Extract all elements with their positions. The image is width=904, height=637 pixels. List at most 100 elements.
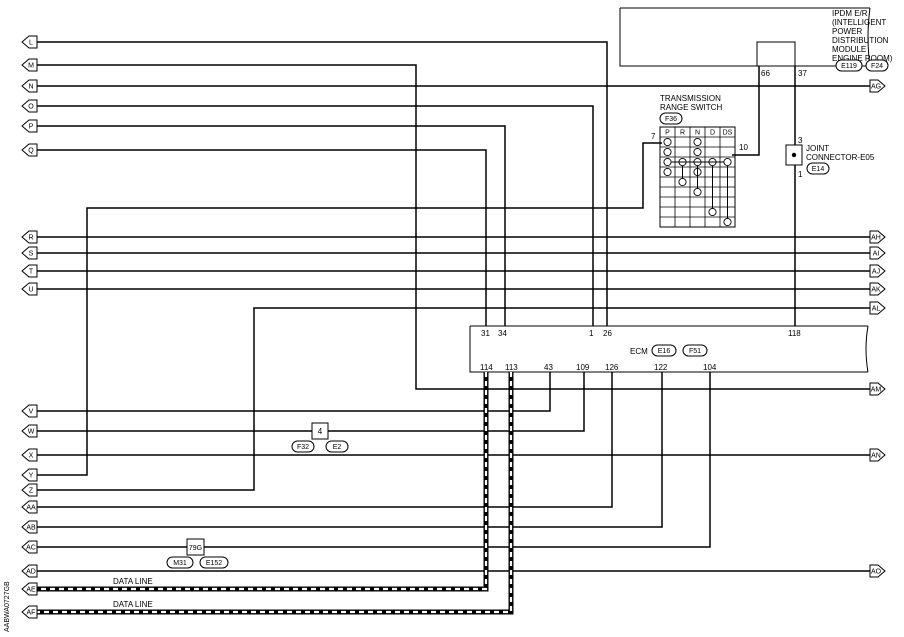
left-terminal-label: M — [28, 63, 34, 70]
ecm-pin-118: 118 — [788, 329, 801, 338]
ipdm-label-line-4: DISTRIBUTION — [832, 36, 889, 45]
left-terminal-label: U — [28, 287, 33, 294]
left-terminal-label: AE — [26, 587, 36, 594]
joint-connector-e05: 3 1 JOINT CONNECTOR-E05 E14 — [785, 136, 875, 179]
ipdm-connector-e119: E119 — [841, 63, 857, 70]
left-terminal-q: Q — [21, 143, 38, 157]
left-terminal-label: Z — [29, 488, 34, 495]
right-terminal-aj: AJ — [869, 264, 886, 278]
left-terminal-label: Y — [29, 473, 34, 480]
left-terminal-label: AC — [26, 545, 36, 552]
left-terminal-label: AA — [26, 505, 36, 512]
trs-pin-7: 7 — [651, 132, 656, 141]
left-terminal-p: P — [21, 119, 38, 133]
left-terminal-s: S — [21, 246, 38, 260]
data-line-label-1: DATA LINE — [113, 577, 153, 586]
left-terminal-l: L — [21, 35, 38, 49]
right-terminal-label: AO — [871, 569, 882, 576]
left-terminal-n: N — [21, 79, 38, 93]
left-terminal-label: O — [28, 104, 34, 111]
ipdm-pin-37: 37 — [798, 69, 807, 78]
ecm-pin-104: 104 — [703, 363, 717, 372]
ipdm-label-line-1: IPDM E/R — [832, 9, 868, 18]
ipdm-label-line-6: ENGINE ROOM) — [832, 54, 893, 63]
left-terminal-label: AB — [26, 525, 36, 532]
left-terminal-t: T — [21, 264, 38, 278]
ecm-pin-31: 31 — [481, 329, 490, 338]
left-terminal-label: S — [29, 251, 34, 258]
right-terminal-ai: AI — [869, 246, 886, 260]
ipdm-er-module: 66 37 IPDM E/R (INTELLIGENT POWER DISTRI… — [619, 7, 893, 78]
trs-position-ds: DS — [723, 130, 733, 137]
left-terminal-label: X — [29, 453, 34, 460]
joint-label-line-1: JOINT — [806, 144, 829, 153]
joint-pin-1: 1 — [798, 170, 803, 179]
left-terminal-label: T — [29, 269, 34, 276]
left-terminal-label: N — [28, 84, 33, 91]
trs-position-p: P — [665, 130, 670, 137]
ecm-pin-114: 114 — [480, 363, 493, 372]
right-terminal-am: AM — [869, 382, 886, 396]
right-terminal-label: AH — [871, 235, 881, 242]
right-terminal-ao: AO — [869, 564, 886, 578]
ipdm-pin-66: 66 — [761, 69, 770, 78]
joint-connector-e14: E14 — [812, 166, 825, 173]
left-terminal-v: V — [21, 404, 38, 418]
right-terminal-label: AM — [871, 387, 882, 394]
left-terminal-w: W — [21, 424, 38, 438]
right-terminal-an: AN — [869, 448, 886, 462]
left-terminal-u: U — [21, 282, 38, 296]
ecm-pin-1: 1 — [589, 329, 594, 338]
left-terminal-m: M — [21, 58, 38, 72]
left-terminal-z: Z — [21, 483, 38, 497]
ecm-connector-e16: E16 — [658, 348, 671, 355]
ecm-pin-26: 26 — [603, 329, 612, 338]
ecm-pin-122: 122 — [654, 363, 668, 372]
data-line-label-2: DATA LINE — [113, 600, 153, 609]
trs-pin-10: 10 — [739, 143, 748, 152]
ipdm-label-line-5: MODULE — [832, 45, 866, 54]
right-terminal-al: AL — [869, 301, 886, 315]
trs-position-n: N — [695, 130, 700, 137]
ecm-pin-126: 126 — [605, 363, 619, 372]
left-terminal-ae: AE — [21, 582, 38, 596]
trs-label-line-2: RANGE SWITCH — [660, 103, 722, 112]
left-terminal-label: R — [28, 235, 33, 242]
right-terminal-label: AN — [871, 453, 881, 460]
left-terminal-y: Y — [21, 468, 38, 482]
ecm-module: 31 34 1 26 118 ECM E16 F51 114 113 43 10… — [469, 325, 869, 373]
right-terminal-ah: AH — [869, 230, 886, 244]
right-terminal-label: AJ — [872, 269, 880, 276]
ecm-pin-113: 113 — [505, 363, 518, 372]
ecm-pin-43: 43 — [544, 363, 553, 372]
left-terminal-label: W — [28, 429, 35, 436]
junction-79g-connector-m31: M31 — [173, 560, 187, 567]
left-terminal-o: O — [21, 99, 38, 113]
junction-4-pin: 4 — [318, 427, 323, 436]
left-terminal-label: V — [29, 409, 34, 416]
right-terminal-label: AK — [871, 287, 881, 294]
ipdm-label-line-3: POWER — [832, 27, 862, 36]
left-terminal-r: R — [21, 230, 38, 244]
junction-4-connector-f32: F32 — [297, 444, 309, 451]
right-terminal-label: AL — [872, 306, 881, 313]
ecm-label: ECM — [630, 347, 648, 356]
trs-label-line-1: TRANSMISSION — [660, 94, 721, 103]
right-terminal-label: AI — [873, 251, 880, 258]
left-terminal-aa: AA — [21, 500, 38, 514]
ecm-pin-109: 109 — [576, 363, 590, 372]
junction-79g-connector-e152: E152 — [206, 560, 222, 567]
junction-4: 4 F32 E2 — [291, 422, 349, 453]
left-terminal-label: Q — [28, 148, 34, 155]
left-terminal-ac: AC — [21, 540, 38, 554]
left-terminal-af: AF — [21, 605, 38, 619]
ecm-pin-34: 34 — [498, 329, 507, 338]
junction-79g: 79G M31 E152 — [166, 538, 229, 569]
ipdm-label-line-2: (INTELLIGENT — [832, 18, 886, 27]
joint-pin-3: 3 — [798, 136, 803, 145]
trs-connector-f36: F36 — [665, 116, 677, 123]
